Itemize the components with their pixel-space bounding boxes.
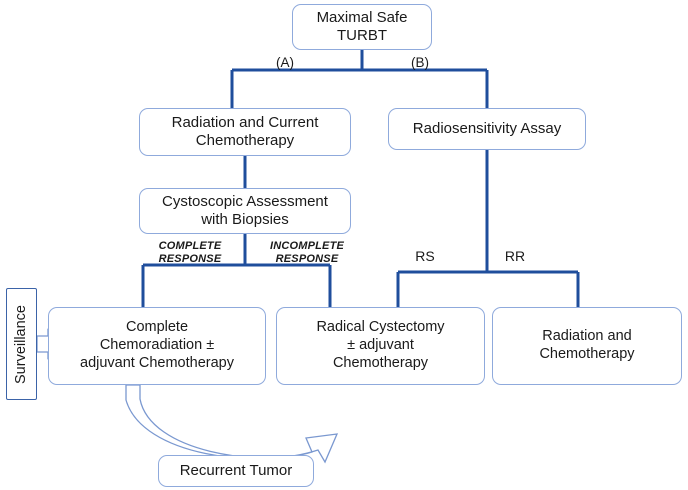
node-radiosensitivity-assay[interactable]: Radiosensitivity Assay [388,108,586,150]
recurrent-tumor-curved-arrow [125,384,339,464]
node-label: Maximal Safe TURBT [316,8,408,44]
node-radiation-and-chemotherapy[interactable]: Radiation and Chemotherapy [492,307,682,385]
edge-label-rr: RR [504,248,526,264]
node-cystoscopic-assessment-with-biopsies[interactable]: Cystoscopic Assessment with Biopsies [139,188,351,234]
edge-label-branch-b: (B) [411,55,429,70]
node-complete-chemoradiation[interactable]: Complete Chemoradiation ± adjuvant Chemo… [48,307,266,385]
node-maximal-safe-turbt[interactable]: Maximal Safe TURBT [292,4,432,50]
node-label: Complete Chemoradiation ± adjuvant Chemo… [80,319,234,371]
node-radical-cystectomy[interactable]: Radical Cystectomy ± adjuvant Chemothera… [276,307,485,385]
node-radiation-and-current-chemotherapy[interactable]: Radiation and Current Chemotherapy [139,108,351,156]
edge-label-branch-a: (A) [276,55,294,70]
node-label: Radical Cystectomy ± adjuvant Chemothera… [316,319,445,371]
node-label: Cystoscopic Assessment with Biopsies [162,192,328,228]
node-label: Recurrent Tumor [179,461,293,479]
edge-label-rs: RS [415,248,435,264]
node-recurrent-tumor[interactable]: Recurrent Tumor [158,455,314,487]
node-label: Radiation and Chemotherapy [539,328,635,362]
node-surveillance[interactable]: Surveillance [6,288,37,400]
node-label: Surveillance [12,304,29,384]
edge-label-complete-response: COMPLETE RESPONSE [158,240,222,265]
edge-label-incomplete-response: INCOMPLETE RESPONSE [269,240,345,265]
node-label: Radiosensitivity Assay [412,119,562,137]
node-label: Radiation and Current Chemotherapy [171,113,319,149]
